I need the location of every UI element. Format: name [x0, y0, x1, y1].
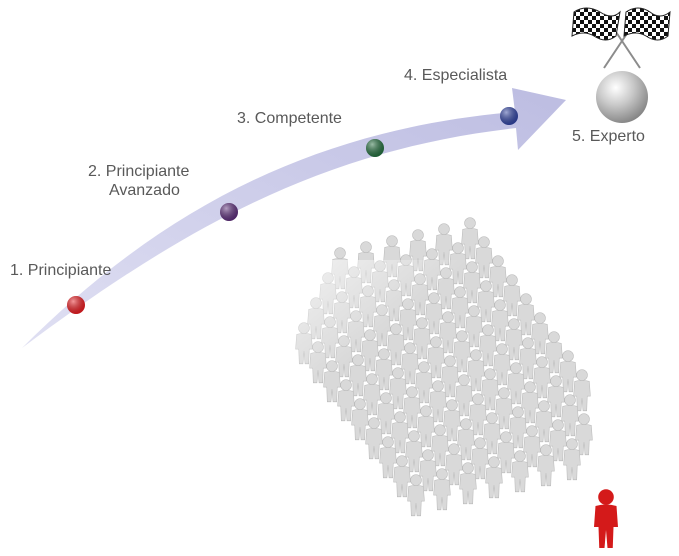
checkered-flag-icon: [571, 7, 671, 69]
stage-dot-shine: [220, 203, 238, 221]
stage-dot-shine: [67, 296, 85, 314]
stage-label-especialista: 4. Especialista: [404, 67, 508, 84]
person-icon: [461, 217, 479, 260]
stage-label-experto: 5. Experto: [572, 128, 645, 145]
stage-label-line-2: Avanzado: [109, 182, 180, 199]
crowd-fade: [230, 260, 470, 460]
stage-dot-shine: [500, 107, 518, 125]
leader-person-shape: [594, 489, 618, 548]
stage-label-principiante: 1. Principiante: [10, 262, 112, 279]
stage-dot-shine: [366, 139, 384, 157]
globe-icon: [596, 71, 648, 123]
stage-label-line-1: 2. Principiante: [88, 163, 190, 180]
leader-person-icon: [594, 489, 618, 548]
stage-label-competente: 3. Competente: [237, 110, 342, 127]
person-icon: [435, 223, 453, 266]
stage-label-principiante-avanzado: 2. Principiante Avanzado: [88, 162, 189, 200]
